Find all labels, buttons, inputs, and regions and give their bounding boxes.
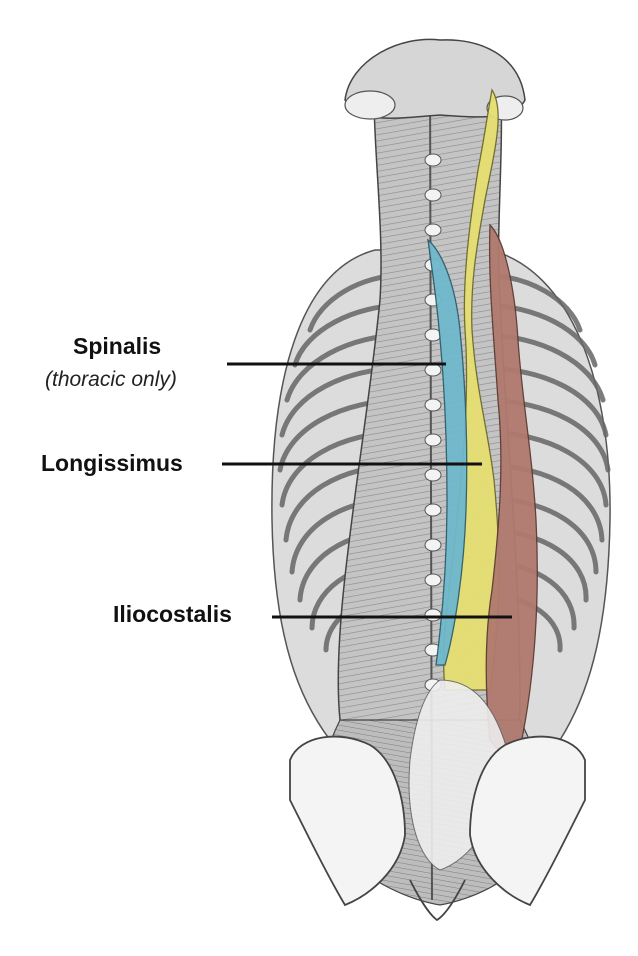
label-longissimus: Longissimus xyxy=(41,450,183,476)
spinalis-muscle xyxy=(427,238,468,666)
skull-base xyxy=(344,38,526,121)
label-spinalis-note: (thoracic only) xyxy=(45,368,177,391)
leader-lines xyxy=(222,362,512,619)
vertebral-column xyxy=(424,153,442,692)
label-iliocostalis: Iliocostalis xyxy=(113,601,232,627)
label-spinalis: Spinalis xyxy=(73,333,162,359)
pelvis xyxy=(289,735,586,922)
